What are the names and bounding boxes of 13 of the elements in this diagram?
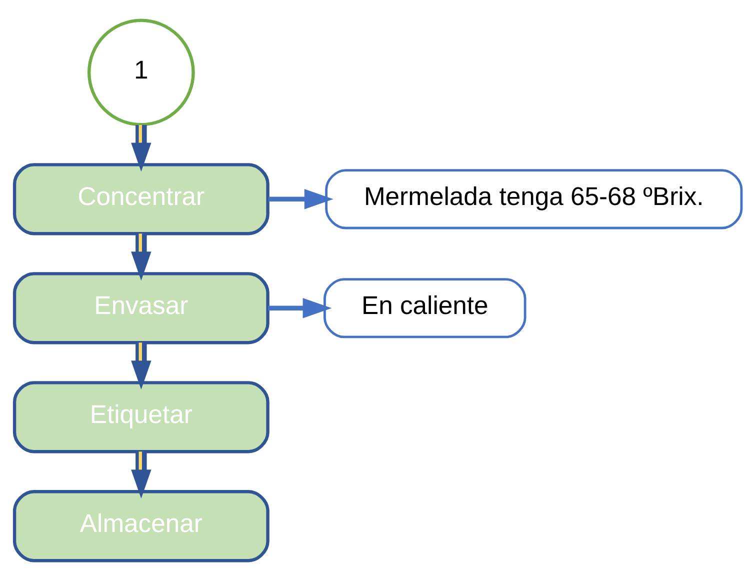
arrow <box>131 342 152 390</box>
node-box: En caliente <box>324 278 526 338</box>
node-circle: 1 <box>87 18 195 126</box>
arrow <box>268 298 332 318</box>
node-box: Etiquetar <box>12 380 270 453</box>
arrow <box>131 451 152 498</box>
node-box: Mermelada tenga 65-68 ºBrix. <box>325 168 743 229</box>
arrow <box>268 188 334 209</box>
node-box: Almacenar <box>12 490 270 562</box>
arrow <box>131 124 152 172</box>
arrow <box>131 233 152 280</box>
node-box: Concentrar <box>12 162 270 235</box>
node-box: Envasar <box>12 272 270 344</box>
